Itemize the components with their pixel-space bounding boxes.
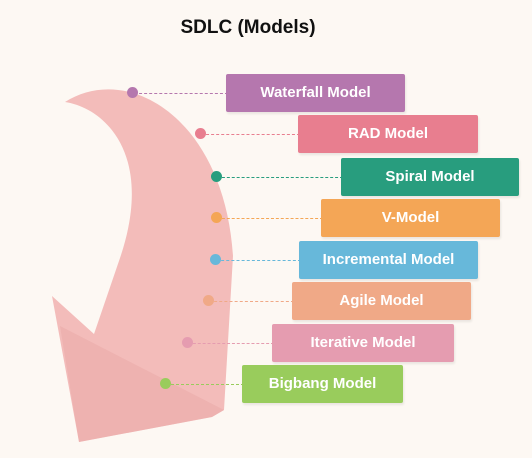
- connector-incremental: [216, 259, 301, 261]
- connector-iterative: [188, 342, 274, 344]
- dot-agile: [203, 295, 214, 306]
- model-box-rad: RAD Model: [298, 115, 478, 153]
- curved-arrow-shade: [60, 326, 224, 442]
- connector-v-model: [217, 217, 323, 219]
- dot-incremental: [210, 254, 221, 265]
- dot-rad: [195, 128, 206, 139]
- model-box-iterative: Iterative Model: [272, 324, 454, 362]
- connector-waterfall: [134, 92, 228, 94]
- dot-waterfall: [127, 87, 138, 98]
- diagram-title: SDLC (Models): [180, 17, 316, 38]
- model-box-bigbang: Bigbang Model: [242, 365, 403, 403]
- model-box-spiral: Spiral Model: [341, 158, 519, 196]
- dot-iterative: [182, 337, 193, 348]
- dot-v-model: [211, 212, 222, 223]
- connector-bigbang: [166, 383, 244, 385]
- dot-bigbang: [160, 378, 171, 389]
- connector-agile: [209, 300, 294, 302]
- model-box-incremental: Incremental Model: [299, 241, 478, 279]
- connector-spiral: [217, 176, 343, 178]
- model-box-agile: Agile Model: [292, 282, 471, 320]
- connector-rad: [201, 133, 300, 135]
- model-box-v-model: V-Model: [321, 199, 500, 237]
- model-box-waterfall: Waterfall Model: [226, 74, 405, 112]
- dot-spiral: [211, 171, 222, 182]
